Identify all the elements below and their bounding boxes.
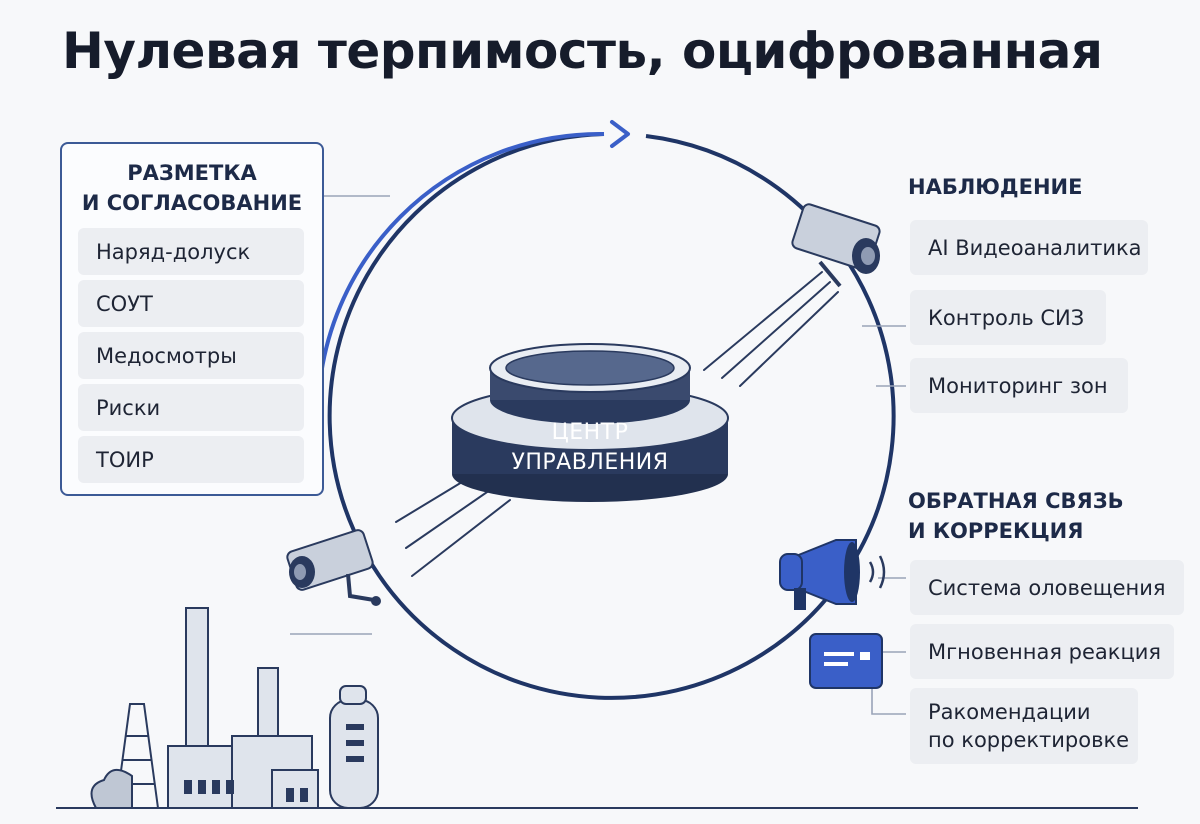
markup-heading-line1: РАЗМЕТКА — [127, 161, 257, 185]
observation-item: AI Видеоаналитика — [910, 220, 1148, 275]
feedback-heading-line2: И КОРРЕКЦИЯ — [908, 519, 1084, 543]
arrow-right-icon — [610, 120, 630, 148]
feedback-item-line1: Ракомендации — [928, 700, 1091, 724]
control-center-line1: ЦЕНТР — [551, 420, 629, 445]
page-title: Нулевая терпимость, оцифрованная — [62, 22, 1103, 80]
control-center-line2: УПРАВЛЕНИЯ — [511, 450, 669, 475]
markup-item: СОУТ — [78, 280, 304, 327]
observation-item: Контроль СИЗ — [910, 290, 1106, 345]
factory-icon — [90, 607, 379, 809]
message-card-icon — [809, 633, 883, 689]
feedback-item: Мгновенная реакция — [910, 624, 1174, 679]
feedback-heading: ОБРАТНАЯ СВЯЗЬ И КОРРЕКЦИЯ — [908, 486, 1124, 546]
markup-item: Наряд-долуск — [78, 228, 304, 275]
markup-item: Риски — [78, 384, 304, 431]
markup-heading: РАЗМЕТКА И СОГЛАСОВАНИЕ — [0, 158, 384, 218]
cycle-ring — [327, 132, 896, 700]
cctv-camera-icon — [286, 529, 381, 606]
signal-lines — [395, 271, 839, 577]
feedback-item-line2: по корректировке — [928, 728, 1130, 752]
markup-heading-line2: И СОГЛАСОВАНИЕ — [81, 191, 303, 215]
observation-item: Мониторинг зон — [910, 358, 1128, 413]
control-center-label: ЦЕНТР УПРАВЛЕНИЯ — [452, 418, 728, 478]
megaphone-icon — [779, 539, 886, 610]
cycle-arc-accent — [315, 131, 605, 421]
factory-windows — [184, 724, 364, 802]
control-center-hub — [451, 343, 729, 502]
markup-item: ТОИР — [78, 436, 304, 483]
cctv-camera-icon — [791, 203, 881, 288]
feedback-item: Система оловещения — [910, 560, 1184, 615]
observation-heading: НАБЛЮДЕНИЕ — [908, 175, 1083, 199]
feedback-heading-line1: ОБРАТНАЯ СВЯЗЬ — [908, 489, 1124, 513]
feedback-item: Ракомендации по корректировке — [910, 688, 1138, 764]
markup-item: Медосмотры — [78, 332, 304, 379]
